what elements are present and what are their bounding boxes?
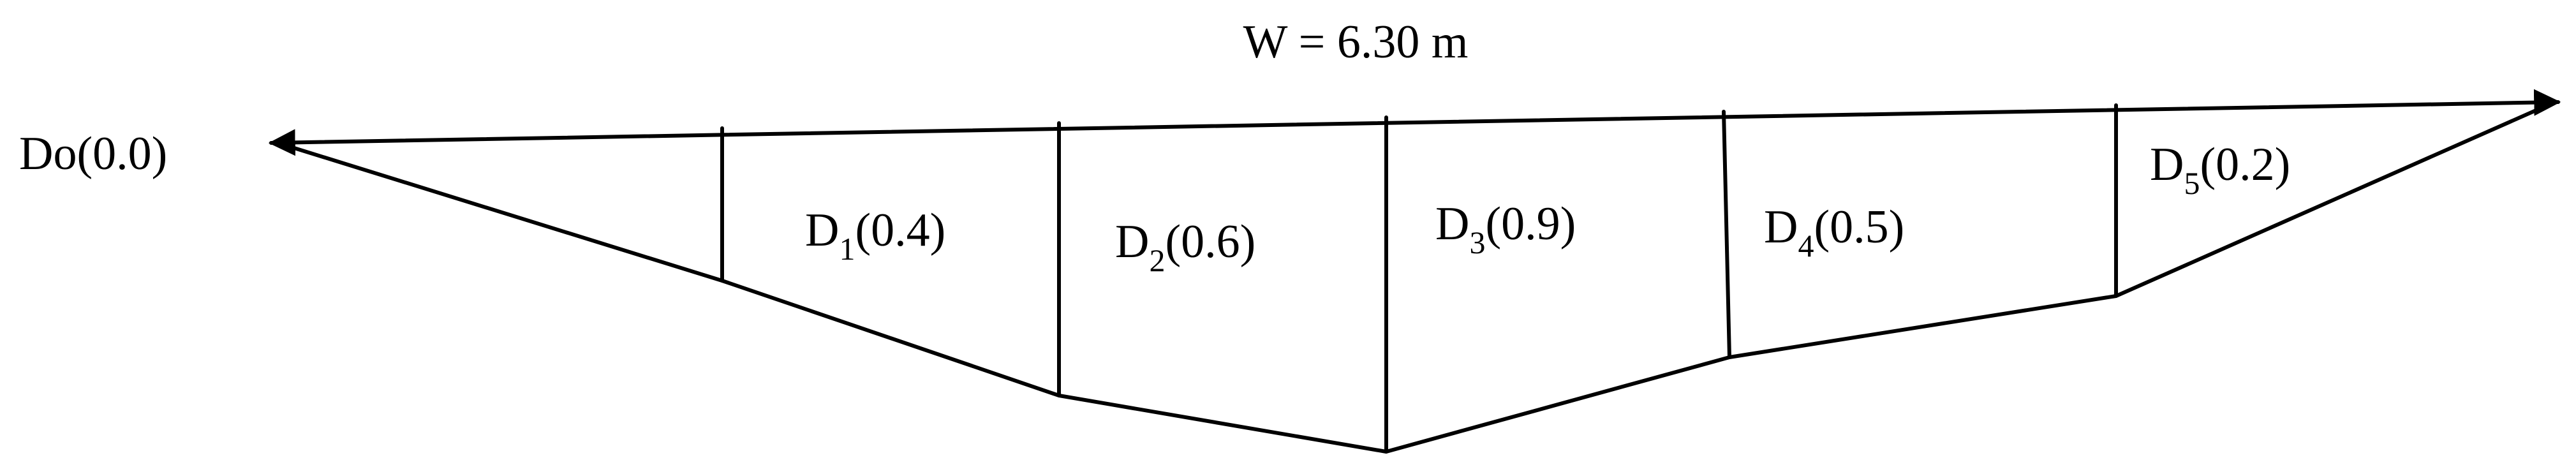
depth-label-d2: D2(0.6) xyxy=(1115,216,1255,278)
water-surface-arrow xyxy=(268,89,2561,156)
depth-label-d4: D4(0.5) xyxy=(1764,201,1904,263)
origin-depth-label: Do(0.0) xyxy=(19,128,167,180)
depth-label-d1: D1(0.4) xyxy=(805,204,945,267)
width-label: W = 6.30 m xyxy=(1243,16,1469,68)
vertical-d4 xyxy=(1722,110,1731,359)
depth-label-d3: D3(0.9) xyxy=(1435,198,1576,260)
depth-label-d5: D5(0.2) xyxy=(2150,138,2290,201)
